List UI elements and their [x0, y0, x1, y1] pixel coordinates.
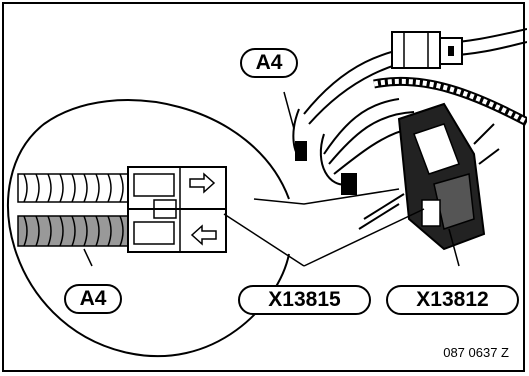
connector-diagram [7, 28, 527, 358]
corrugated-wire-upper [17, 173, 131, 203]
label-x13812: X13812 [386, 285, 519, 315]
detail-circle [7, 99, 290, 358]
leader-lines [83, 91, 460, 267]
label-a4-top: A4 [240, 48, 298, 78]
reference-number: 087 0637 Z [443, 345, 509, 360]
plug-connector-detail [127, 166, 227, 253]
dangling-wires [292, 108, 357, 195]
connector-bracket-assembly [358, 102, 500, 251]
label-x13815: X13815 [238, 285, 371, 315]
label-a4-bottom: A4 [64, 284, 122, 314]
corrugated-wire-lower [17, 215, 131, 247]
diagram-frame: A4 A4 X13815 X13812 087 0637 Z [2, 2, 527, 372]
upper-plug-connector [391, 31, 463, 69]
